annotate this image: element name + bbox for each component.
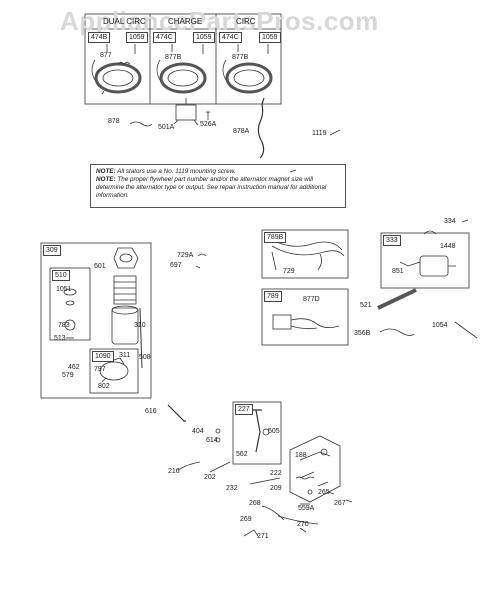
label-877D[interactable]: 877D (303, 296, 320, 303)
harness-box-789 (261, 288, 349, 346)
label-526A[interactable]: 526A (200, 121, 217, 128)
starter-frame (40, 242, 152, 399)
label-802[interactable]: 802 (98, 383, 110, 390)
label-269[interactable]: 269 (240, 516, 252, 523)
rod-202 (209, 461, 231, 473)
rectifier-501A (175, 104, 197, 121)
label-505[interactable]: 505 (268, 428, 280, 435)
label-851[interactable]: 851 (392, 268, 404, 275)
tag-510[interactable]: 510 (52, 270, 70, 281)
label-729A[interactable]: 729A (177, 252, 194, 259)
tag-1059-a[interactable]: 1059 (126, 32, 148, 43)
stator-coil-2 (159, 62, 207, 94)
watermark: AppliancePartsPros.com (60, 6, 379, 36)
wire-878 (129, 121, 153, 127)
label-216[interactable]: 216 (168, 468, 180, 475)
tag-1059-c[interactable]: 1059 (259, 32, 281, 43)
stator-coil-1 (94, 61, 142, 95)
tag-333[interactable]: 333 (383, 235, 401, 246)
tag-474B[interactable]: 474B (88, 32, 111, 43)
stator-header-2: CHARGE (168, 17, 203, 26)
drive-601 (113, 247, 139, 269)
switch-851 (419, 255, 449, 277)
label-579[interactable]: 579 (62, 372, 74, 379)
label-729[interactable]: 729 (283, 268, 295, 275)
tag-474C-b[interactable]: 474C (219, 32, 242, 43)
label-202[interactable]: 202 (204, 474, 216, 481)
stator-header-1: DUAL CIRC (103, 17, 146, 26)
tag-789[interactable]: 789 (264, 291, 282, 302)
bracket-188 (289, 435, 341, 503)
label-271[interactable]: 271 (257, 533, 269, 540)
label-878[interactable]: 878 (108, 118, 120, 125)
cable-356B (379, 328, 415, 336)
label-562[interactable]: 562 (236, 451, 248, 458)
label-797[interactable]: 797 (94, 366, 106, 373)
label-310[interactable]: 310 (134, 322, 146, 329)
label-311[interactable]: 311 (119, 352, 131, 359)
label-521[interactable]: 521 (360, 302, 372, 309)
endcap-802 (99, 361, 129, 381)
tag-789B[interactable]: 789B (264, 232, 287, 243)
governor-box-227 (232, 401, 282, 465)
label-877[interactable]: 877 (100, 52, 112, 59)
label-697[interactable]: 697 (170, 262, 182, 269)
tag-1090[interactable]: 1090 (92, 351, 114, 362)
label-356B[interactable]: 356B (354, 330, 371, 337)
label-268[interactable]: 268 (249, 500, 261, 507)
label-334[interactable]: 334 (444, 218, 456, 225)
rod-216 (177, 461, 201, 471)
note-1: NOTE: All stators use a No. 1119 mountin… (96, 168, 236, 175)
label-878A[interactable]: 878A (233, 128, 250, 135)
label-404[interactable]: 404 (192, 428, 204, 435)
label-232[interactable]: 232 (226, 485, 238, 492)
harness-878A (257, 97, 265, 159)
label-501A[interactable]: 501A (158, 124, 175, 131)
housing-310 (111, 307, 139, 345)
stator-coil-3 (225, 62, 273, 94)
note-2: NOTE: The proper flywheel part number an… (96, 176, 327, 199)
label-462[interactable]: 462 (68, 364, 80, 371)
label-513[interactable]: 513 (54, 335, 66, 342)
harness-box-789B (261, 229, 349, 279)
cable-269 (261, 505, 319, 525)
tag-474C-a[interactable]: 474C (153, 32, 176, 43)
armature (113, 275, 137, 305)
tag-309[interactable]: 309 (43, 245, 61, 256)
label-267[interactable]: 267 (334, 500, 346, 507)
notes-box: NOTE: All stators use a No. 1119 mountin… (90, 164, 346, 208)
label-877B-b[interactable]: 877B (232, 54, 249, 61)
rod-616 (167, 404, 186, 422)
tag-227[interactable]: 227 (235, 404, 253, 415)
stator-header-3: CIRC (236, 17, 256, 26)
label-559A[interactable]: 559A (298, 505, 315, 512)
tag-1059-b[interactable]: 1059 (193, 32, 215, 43)
label-188[interactable]: 188 (295, 452, 307, 459)
label-1119[interactable]: 1119 (312, 130, 327, 137)
label-1448[interactable]: 1448 (440, 243, 456, 250)
label-222[interactable]: 222 (270, 470, 282, 477)
label-1054[interactable]: 1054 (432, 322, 448, 329)
wire-1054 (454, 321, 478, 339)
label-508[interactable]: 508 (139, 354, 151, 361)
label-616[interactable]: 616 (145, 408, 157, 415)
label-1051[interactable]: 1051 (56, 286, 72, 293)
tube-521 (377, 288, 417, 310)
label-265[interactable]: 265 (318, 489, 330, 496)
label-209[interactable]: 209 (270, 485, 282, 492)
stator-frame (84, 13, 282, 105)
label-783[interactable]: 783 (58, 322, 70, 329)
label-270[interactable]: 270 (297, 521, 309, 528)
label-614[interactable]: 614 (206, 437, 218, 444)
label-877B-a[interactable]: 877B (165, 54, 182, 61)
label-601[interactable]: 601 (94, 263, 106, 270)
